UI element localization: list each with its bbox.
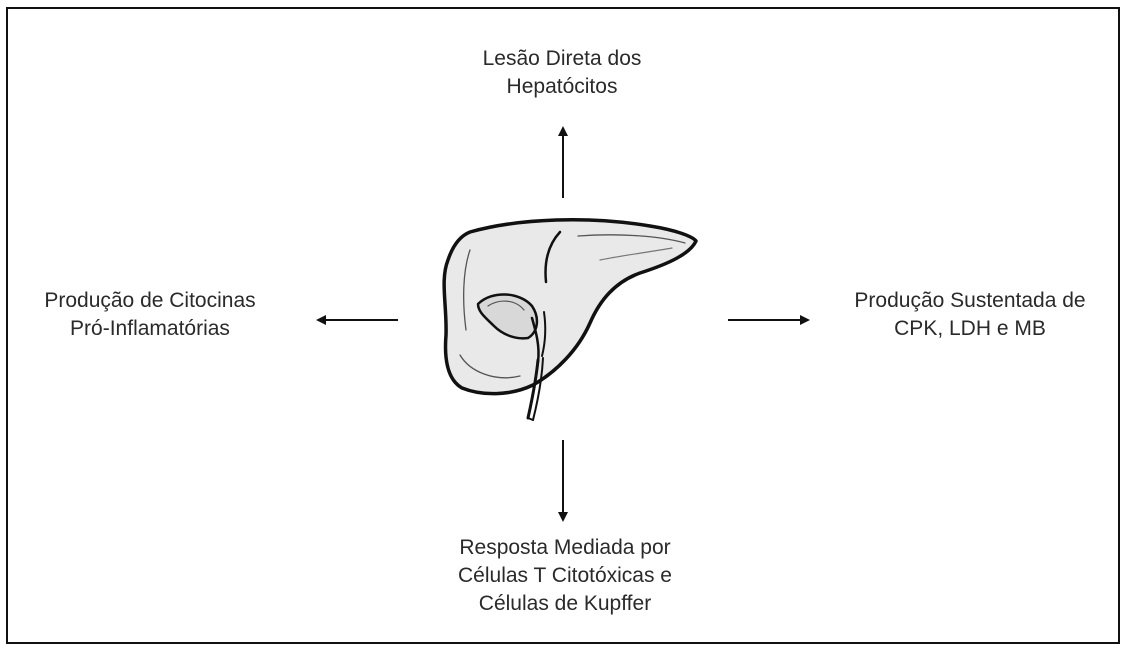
node-top-line-1: Lesão Direta dos xyxy=(482,47,642,70)
node-bottom-line-2: Células T Citotóxicas e xyxy=(458,564,672,587)
node-left-line-2: Pró-Inflamatórias xyxy=(70,317,230,340)
node-right-line-2: CPK, LDH e MB xyxy=(894,317,1046,340)
node-right-line-1: Produção Sustentada de xyxy=(854,289,1086,312)
node-bottom-line-3: Células de Kupffer xyxy=(478,592,652,615)
node-left-line-1: Produção de Citocinas xyxy=(44,289,256,312)
node-left-label: Produção de Citocinas Pró-Inflamatórias xyxy=(10,287,290,343)
node-top-line-2: Hepatócitos xyxy=(506,75,618,98)
node-bottom-line-1: Resposta Mediada por xyxy=(459,536,671,559)
liver-icon xyxy=(442,218,698,421)
node-bottom-label: Resposta Mediada por Células T Citotóxic… xyxy=(400,534,730,618)
node-right-label: Produção Sustentada de CPK, LDH e MB xyxy=(820,287,1120,343)
node-top-label: Lesão Direta dos Hepatócitos xyxy=(412,45,712,101)
